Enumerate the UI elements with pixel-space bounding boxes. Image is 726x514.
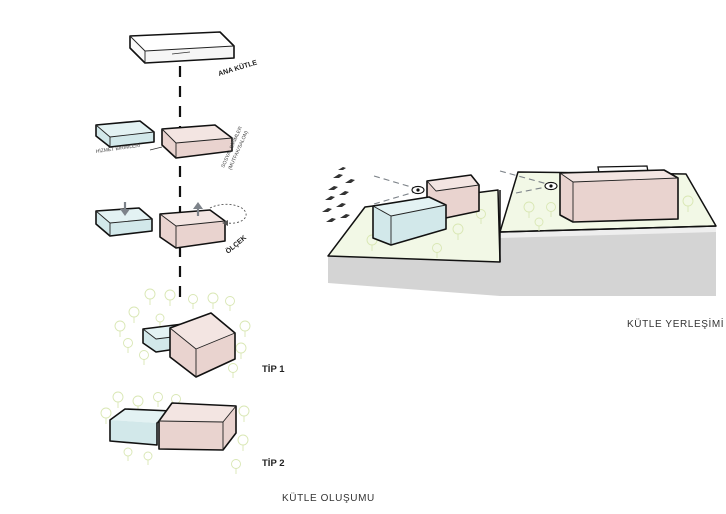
main-mass-block: [129, 31, 235, 64]
social-mass-step2: [161, 124, 233, 159]
tip1-label: TİP 1: [262, 364, 285, 375]
site-ground: [328, 226, 716, 296]
vegetation-icon: [366, 195, 694, 258]
scale-label: ÖLÇEK: [224, 233, 249, 256]
site-social-mass-large: [559, 165, 679, 223]
site-service-mass: [372, 196, 447, 246]
bird-icon: [322, 167, 355, 222]
tip2-social-mass: [158, 402, 237, 451]
main-mass-label: ANA KÜTLE: [217, 57, 258, 77]
eye-icon: [411, 185, 425, 195]
rotate-icon: [209, 203, 247, 226]
vegetation-icon: [114, 288, 251, 378]
tip2-service-mass: [109, 408, 173, 446]
vegetation-icon: [100, 391, 250, 474]
eye-icon: [544, 181, 558, 191]
mass-formation-title: KÜTLE OLUŞUMU: [282, 492, 375, 504]
service-mass-step3: [95, 207, 153, 237]
tip1-social-mass: [169, 312, 236, 378]
arrow-down-icon: [120, 202, 130, 216]
arrow-up-icon: [193, 202, 203, 216]
social-mass-step3: [159, 209, 226, 249]
mass-placement-title: KÜTLE YERLEŞİMİ: [627, 317, 724, 330]
tip2-label: TİP 2: [262, 458, 285, 469]
service-mass-step2: [95, 120, 155, 148]
